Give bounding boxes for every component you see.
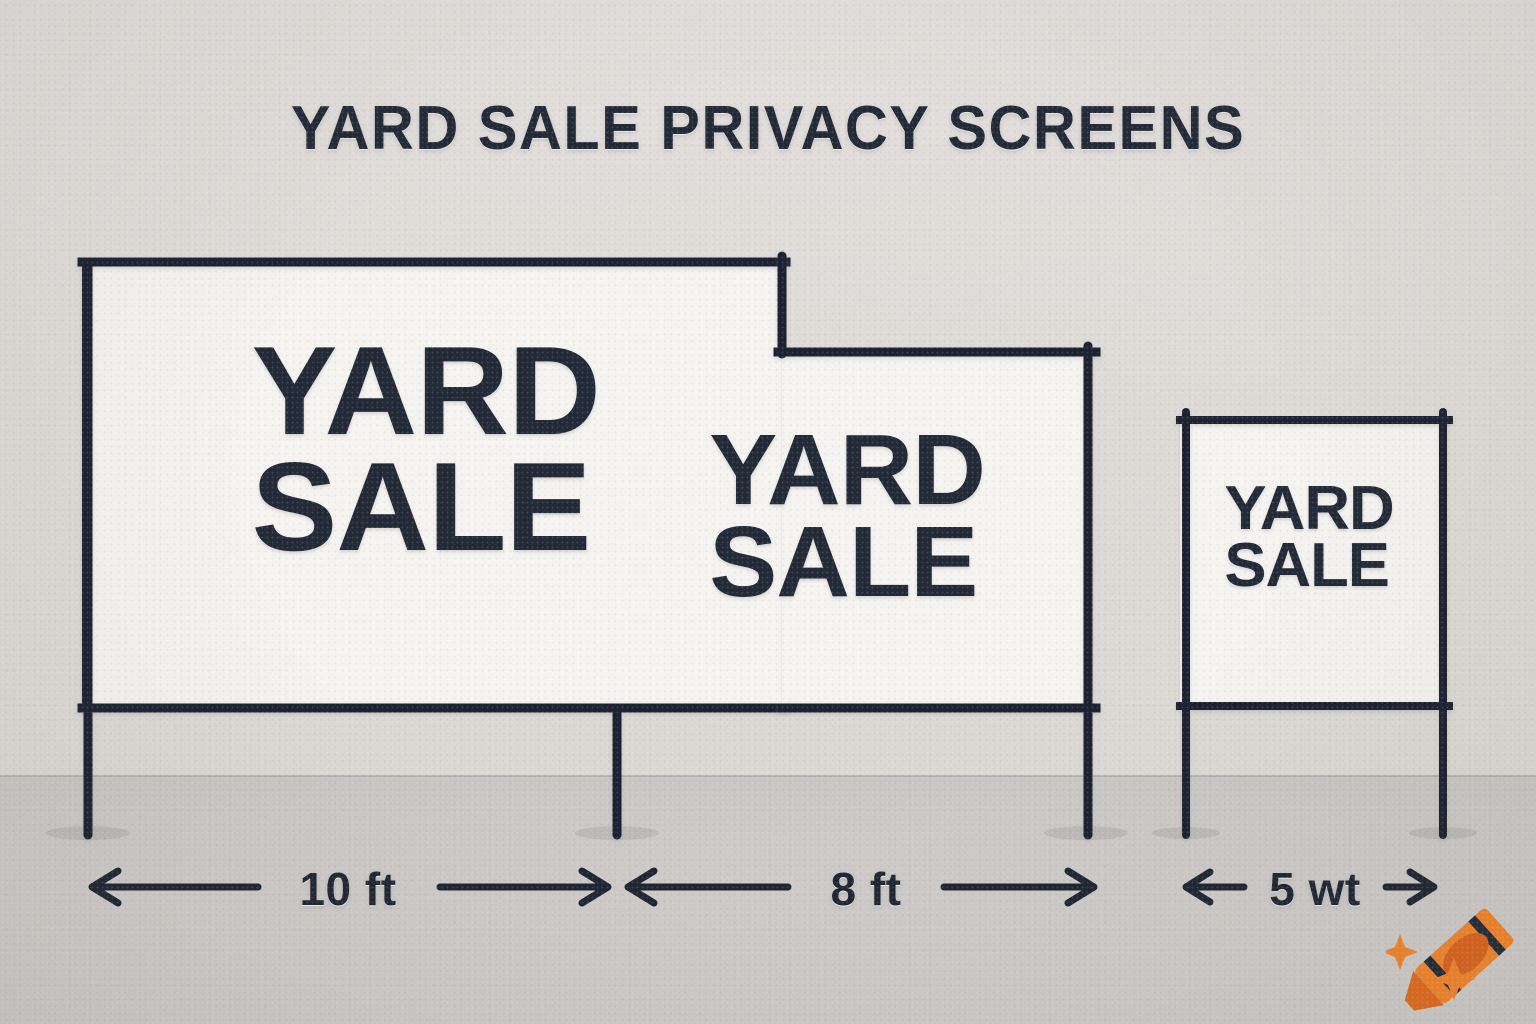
ground-plane bbox=[0, 776, 1536, 1024]
crayon-icon bbox=[1386, 908, 1514, 1011]
sign-large-panel bbox=[82, 262, 782, 708]
ground-horizon-line bbox=[0, 775, 1536, 777]
dimension-label-10ft: 10 ft bbox=[299, 863, 397, 915]
sign-large-text: YARD SALE bbox=[251, 320, 601, 577]
sign-small-panel bbox=[1180, 420, 1446, 706]
page-title: YARD SALE PRIVACY SCREENS bbox=[290, 94, 1246, 163]
dimension-label-8ft: 8 ft bbox=[830, 863, 902, 915]
sign-small-text: YARD SALE bbox=[1224, 474, 1394, 601]
sign-medium-text: YARD SALE bbox=[709, 414, 986, 618]
dimension-label-5wt: 5 wt bbox=[1269, 863, 1361, 915]
sign-medium-panel bbox=[782, 354, 1092, 708]
